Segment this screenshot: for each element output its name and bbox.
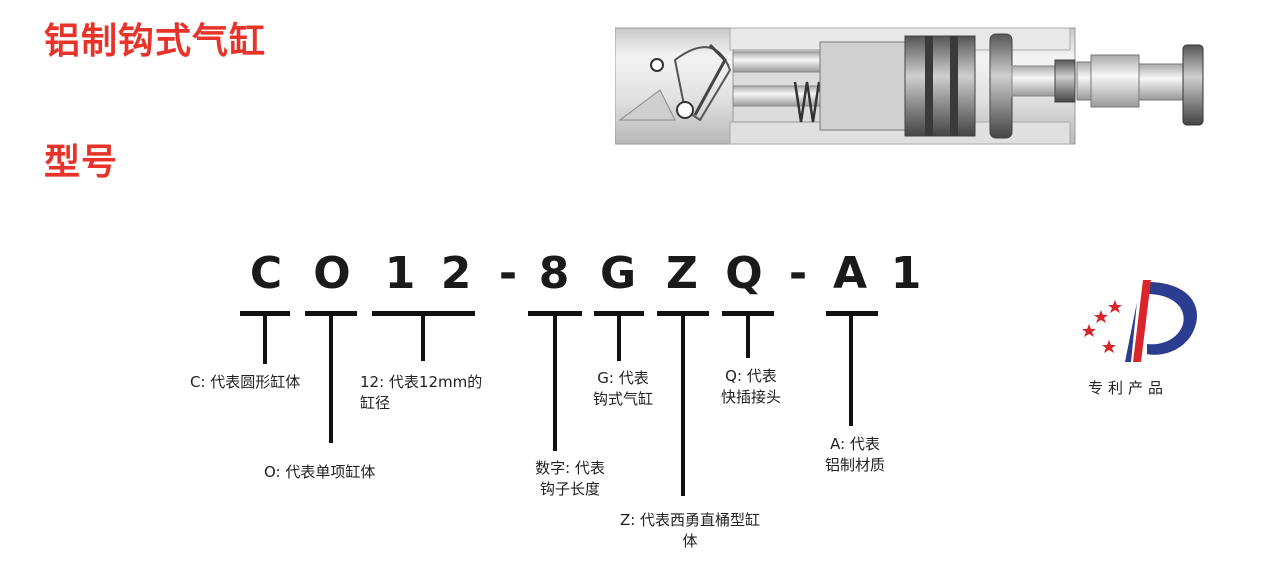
model-char-z: Z (666, 248, 698, 299)
label-o: O: 代表单项缸体 (264, 463, 376, 481)
model-char-a: A (832, 248, 868, 299)
model-char-q: Q (725, 248, 763, 299)
patent-text: 专利产品 (1088, 379, 1169, 397)
model-char-dash: - (498, 248, 518, 299)
model-char-1: 1 (890, 248, 922, 299)
model-char-8: 8 (538, 248, 570, 299)
stem-c (263, 316, 267, 364)
label-g: G: 代表 钩式气缸 (592, 369, 653, 408)
label-z: Z: 代表西勇直桶型缸 体 (619, 511, 761, 550)
label-bore: 12: 代表12mm的 缸径 (360, 373, 483, 412)
stem-g (617, 316, 621, 361)
page-title: 铝制钩式气缸 (44, 21, 267, 62)
section-title-model: 型号 (44, 142, 119, 183)
hook-cylinder-illustration (615, 27, 1204, 145)
model-char-1: 1 (384, 248, 416, 299)
underline-z (657, 311, 709, 316)
model-char-o: O (313, 248, 351, 299)
underline-c (240, 311, 290, 316)
model-char-c: C (249, 248, 283, 299)
model-char-g: G (599, 248, 637, 299)
label-digit: 数字: 代表 钩子长度 (535, 459, 605, 498)
label-c: C: 代表圆形缸体 (190, 373, 301, 391)
underline-a (826, 311, 878, 316)
label-a: A: 代表 铝制材质 (824, 435, 885, 474)
underline-g (594, 311, 644, 316)
underline-bore (372, 311, 475, 316)
underline-digit (528, 311, 582, 316)
stem-q (746, 316, 750, 358)
model-char-dash: - (788, 248, 808, 299)
patent-logo-icon (1082, 280, 1197, 362)
label-q: Q: 代表 快插接头 (720, 367, 781, 406)
underline-q (722, 311, 774, 316)
stem-bore (421, 316, 425, 361)
stem-z (681, 316, 685, 496)
underline-o (305, 311, 357, 316)
stem-digit (553, 316, 557, 451)
stem-a (849, 316, 853, 426)
model-char-2: 2 (440, 248, 472, 299)
stem-o (329, 316, 333, 443)
